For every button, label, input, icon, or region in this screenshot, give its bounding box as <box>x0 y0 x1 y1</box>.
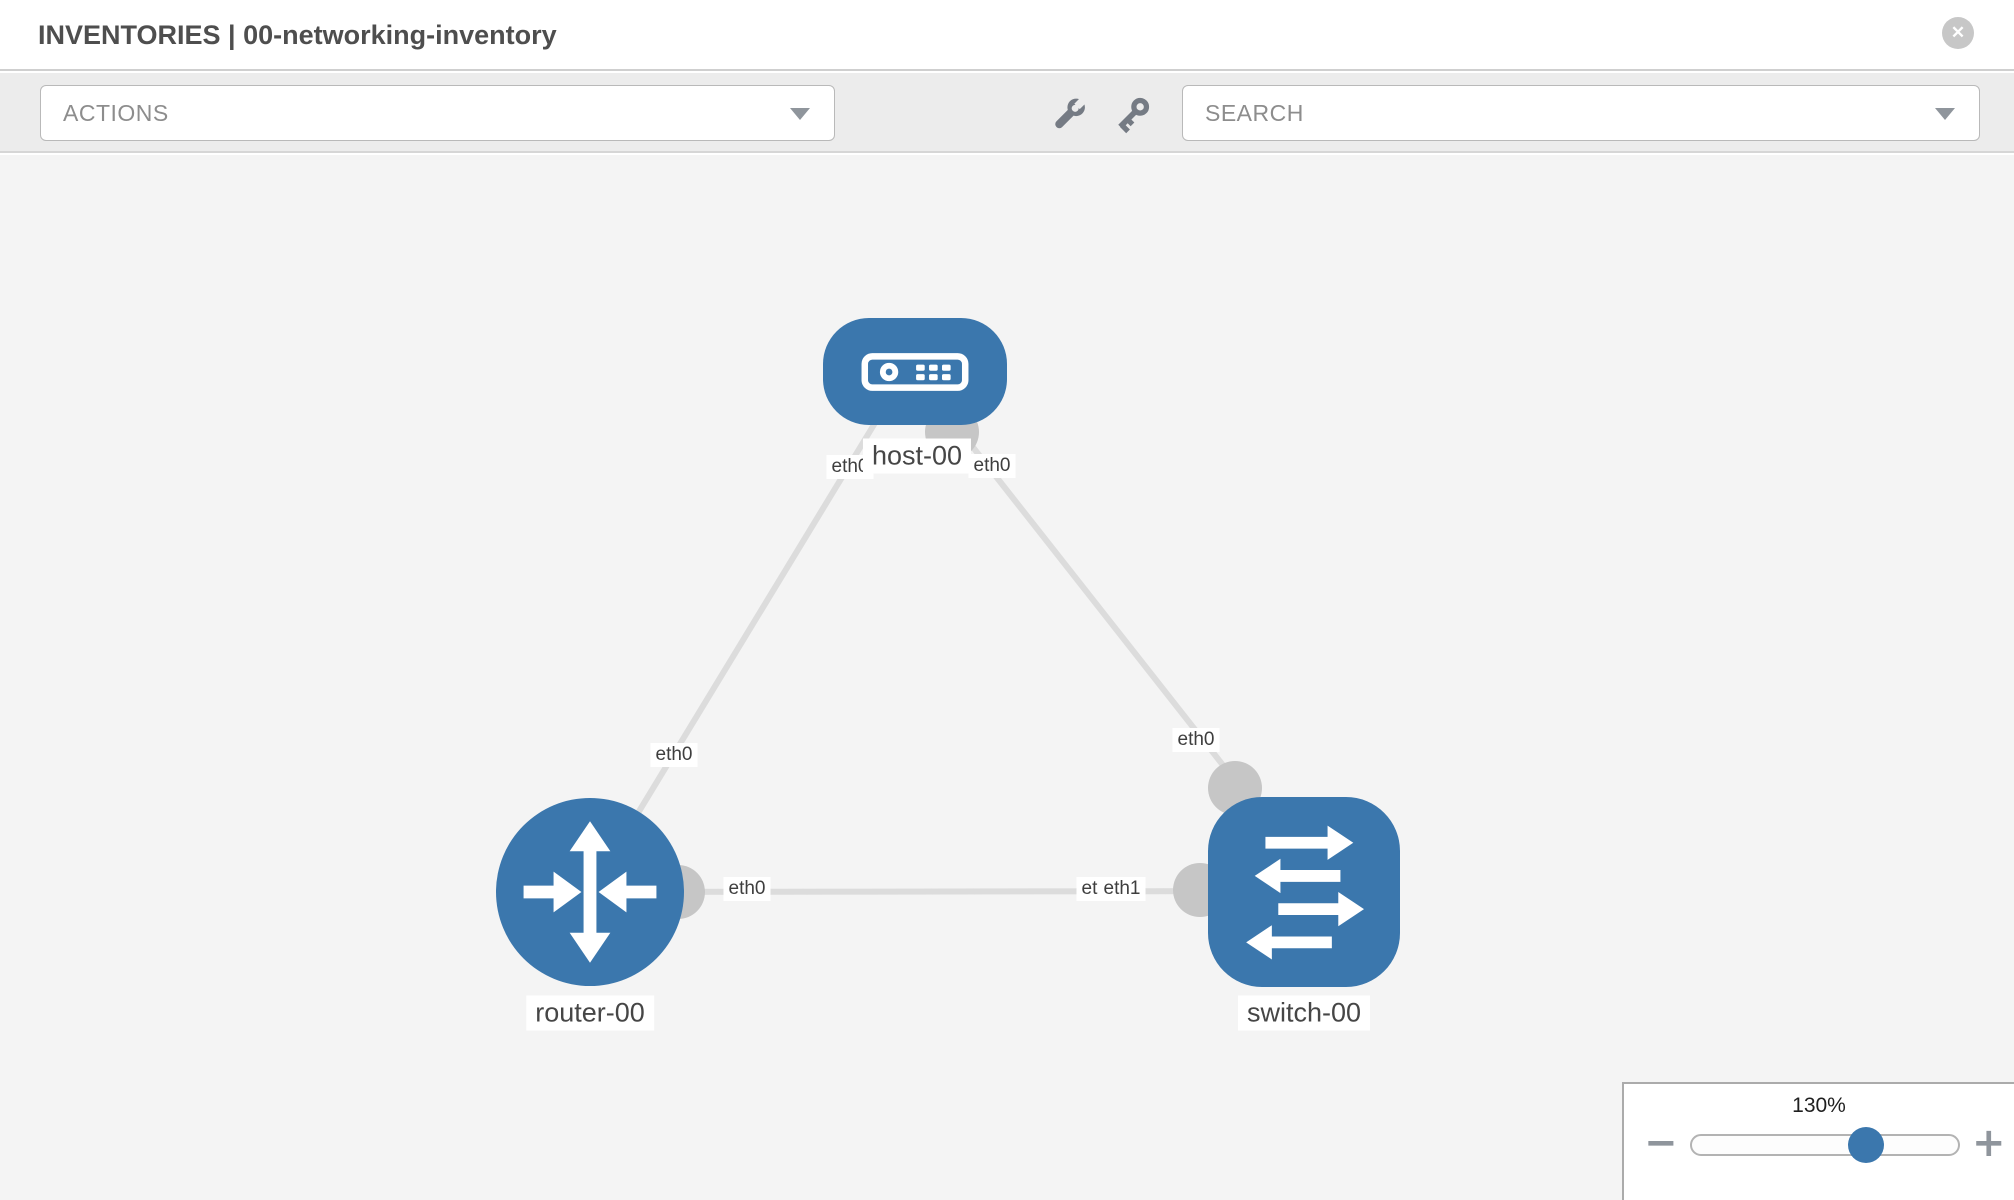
node-router-00[interactable] <box>496 798 684 986</box>
chevron-down-icon <box>790 108 810 120</box>
configure-button[interactable] <box>1046 94 1090 138</box>
node-label-switch-00: switch-00 <box>1237 995 1371 1031</box>
topology-links-layer <box>587 405 1291 919</box>
zoom-control-panel: 130% − + <box>1622 1082 2014 1200</box>
search-dropdown[interactable]: SEARCH <box>1182 85 1980 141</box>
credentials-button[interactable] <box>1110 94 1154 138</box>
host-icon <box>861 352 969 391</box>
interface-label: eth0 <box>723 877 771 901</box>
switch-icon <box>1246 825 1364 960</box>
zoom-out-button[interactable]: − <box>1644 1123 1678 1163</box>
router-icon <box>523 821 657 963</box>
interface-label: eth0 <box>650 743 698 767</box>
actions-dropdown[interactable]: ACTIONS <box>40 85 835 141</box>
page-title: INVENTORIES | 00-networking-inventory <box>38 20 557 50</box>
wrench-icon <box>1055 97 1087 129</box>
zoom-in-button[interactable]: + <box>1972 1123 2006 1163</box>
link-host-switch <box>947 416 1273 827</box>
zoom-slider-thumb[interactable] <box>1848 1127 1884 1163</box>
node-switch-00[interactable] <box>1208 797 1400 987</box>
zoom-level-value: 130% <box>1792 1094 1846 1117</box>
minus-icon: − <box>1644 1120 1678 1166</box>
interface-label: eth0 <box>1172 728 1220 752</box>
chevron-down-icon <box>1935 108 1955 120</box>
zoom-slider-track[interactable] <box>1690 1127 1960 1163</box>
topology-canvas[interactable]: eth0eth0eth0eth0eth0eth0eth1host-00route… <box>0 155 2014 1200</box>
actions-dropdown-label: ACTIONS <box>63 100 169 126</box>
close-button[interactable]: ✕ <box>1942 17 1974 49</box>
close-icon: ✕ <box>1950 23 1966 42</box>
node-host-00[interactable] <box>823 318 1007 425</box>
search-dropdown-label: SEARCH <box>1205 100 1304 126</box>
node-label-router-00: router-00 <box>526 995 654 1031</box>
toolbar: ACTIONS <box>0 73 2014 153</box>
interface-label: eth0 <box>968 454 1016 478</box>
interface-label: eth1 <box>1098 877 1146 901</box>
node-label-host-00: host-00 <box>862 438 972 474</box>
plus-icon: + <box>1972 1120 2006 1166</box>
key-icon <box>1118 97 1150 134</box>
window-header: INVENTORIES | 00-networking-inventory ✕ <box>0 0 2014 71</box>
